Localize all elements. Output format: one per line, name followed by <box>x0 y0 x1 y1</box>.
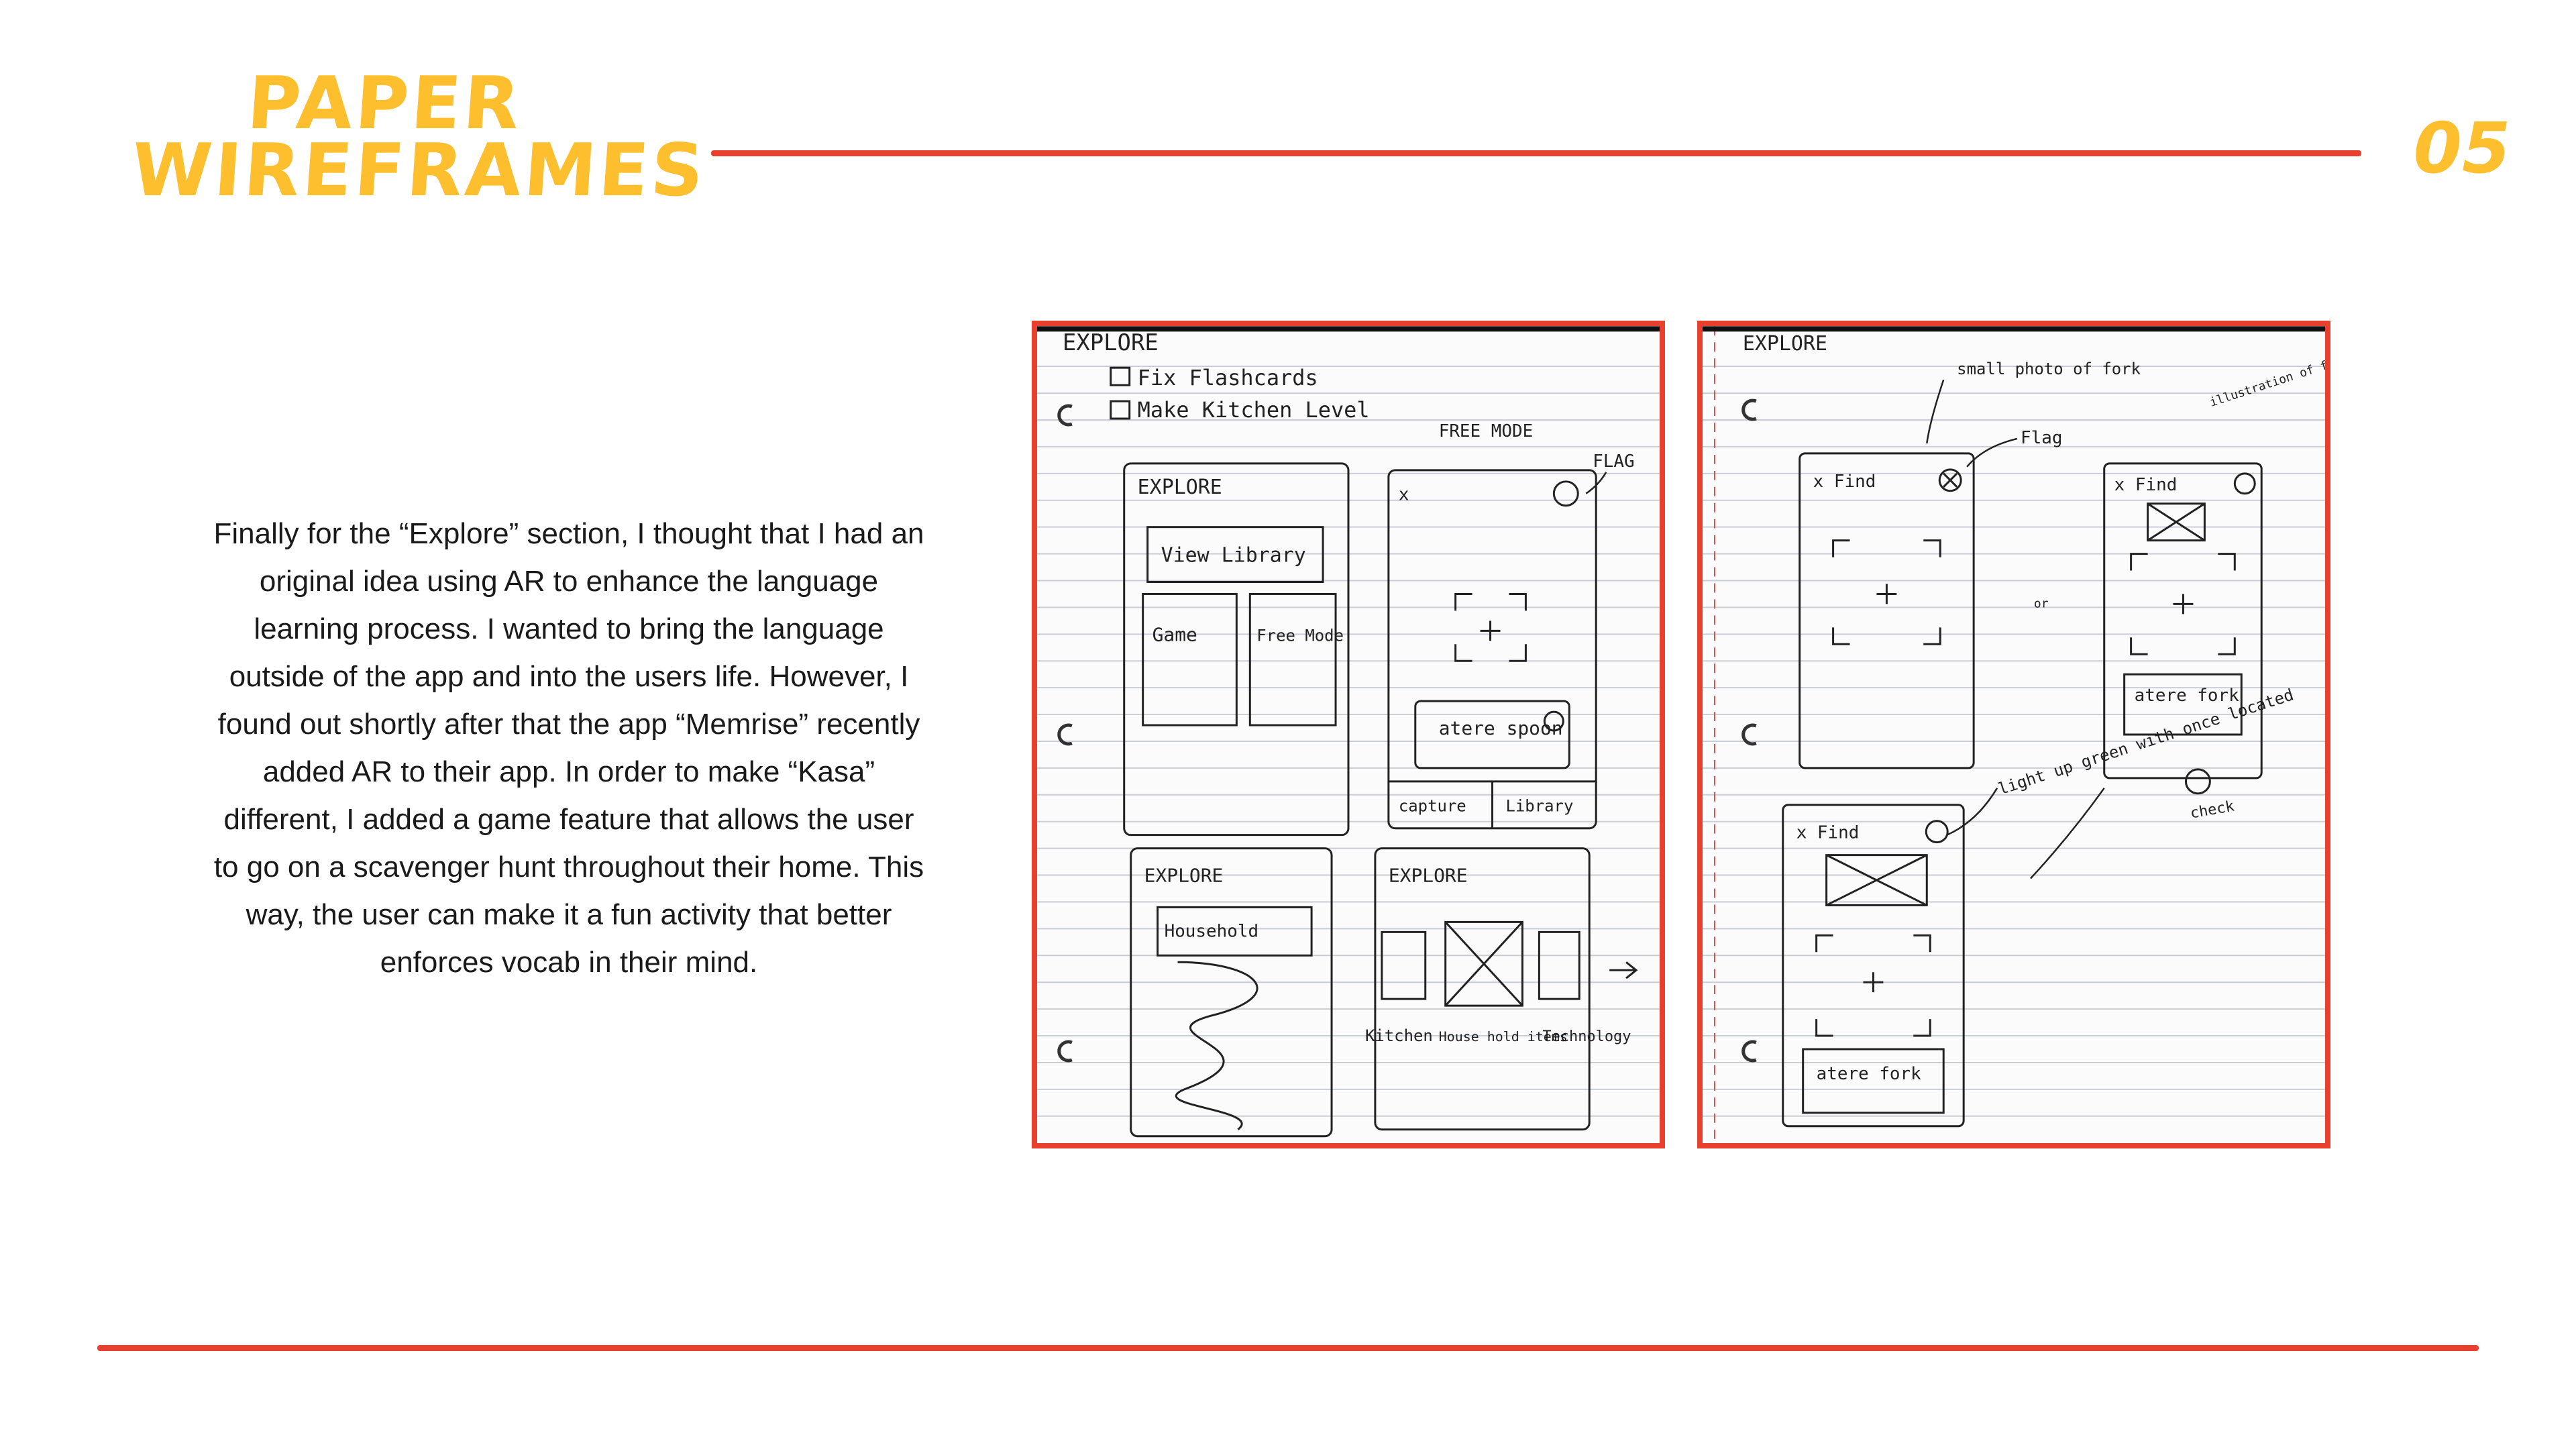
word-card-fork-r2: atere fork <box>2135 686 2240 706</box>
checkbox-1 <box>1110 366 1131 386</box>
screen3-title: EXPLORE <box>1144 865 1224 887</box>
wireframe-sketch-right: EXPLORE small photo of fork Flag illustr… <box>1697 321 2330 1148</box>
screen-find-photo <box>1799 452 1975 769</box>
screen2-close-icon: x <box>1399 485 1409 505</box>
todo-make-kitchen-level: Make Kitchen Level <box>1138 397 1370 423</box>
screen-free-mode-camera <box>1387 469 1597 830</box>
note-check: check <box>2189 798 2235 822</box>
sketch-right-drawing: EXPLORE small photo of fork Flag illustr… <box>1703 326 2325 1143</box>
binder-hole-2 <box>1057 723 1073 746</box>
screen-r3-find: x Find <box>1796 823 1860 843</box>
wireframe-sketch-left: EXPLORE Fix Flashcards Make Kitchen Leve… <box>1032 321 1665 1148</box>
binder-hole-3 <box>1057 1040 1073 1063</box>
library-tab: Library <box>1505 797 1573 816</box>
category-kitchen: Kitchen <box>1365 1026 1433 1045</box>
screen4-title: EXPLORE <box>1389 865 1468 887</box>
note-flag: FLAG <box>1593 451 1634 472</box>
notebook-lines <box>1703 366 2325 1117</box>
household-button-label: Household <box>1165 921 1259 941</box>
page-number: 05 <box>2413 107 2511 189</box>
capture-tab: capture <box>1399 797 1466 816</box>
page-title: PAPER WIREFRAMES <box>129 62 709 213</box>
view-library-label: View Library <box>1161 544 1306 568</box>
checkbox-2 <box>1110 400 1131 420</box>
screen-explore-menu <box>1123 462 1350 837</box>
binder-hole-2 <box>1741 723 1757 746</box>
page-top-edge <box>1037 326 1660 332</box>
screen-find-located <box>1782 804 1965 1128</box>
sketch-left-drawing: EXPLORE Fix Flashcards Make Kitchen Leve… <box>1037 326 1660 1138</box>
note-small-photo: small photo of fork <box>1957 360 2141 378</box>
sketch-heading: EXPLORE <box>1743 332 1827 356</box>
screen-explore-categories <box>1374 847 1638 1131</box>
screen-find-illustration <box>2103 462 2263 780</box>
binder-hole-3 <box>1741 1040 1757 1063</box>
binder-hole-1 <box>1057 404 1073 427</box>
screen1-title: EXPLORE <box>1138 476 1222 499</box>
word-card-spoon: atere spoon <box>1439 717 1563 739</box>
screen-explore-household <box>1130 847 1333 1138</box>
bottom-divider <box>97 1345 2479 1351</box>
category-household-items: House hold items <box>1439 1028 1568 1044</box>
word-card-fork-r3: atere fork <box>1817 1064 1922 1084</box>
note-flag: Flag <box>2021 428 2062 448</box>
screen-r2-find: x Find <box>2114 475 2178 495</box>
binder-hole-1 <box>1741 398 1757 421</box>
category-technology: Technology <box>1542 1028 1631 1045</box>
binder-holes <box>1057 404 1073 1063</box>
note-free-mode: FREE MODE <box>1439 421 1534 441</box>
todo-fix-flashcards: Fix Flashcards <box>1138 365 1318 390</box>
title-line-2: WIREFRAMES <box>129 129 709 213</box>
game-label: Game <box>1152 623 1197 645</box>
note-illustration: illustration of fork <box>2208 352 2325 410</box>
binder-holes <box>1741 398 1757 1063</box>
sketch-heading: EXPLORE <box>1063 329 1159 356</box>
note-or: or <box>2034 596 2049 610</box>
page-top-edge <box>1703 326 2325 332</box>
free-mode-label: Free Mode <box>1256 626 1344 645</box>
top-divider <box>711 150 2361 156</box>
screen-r1-find: x Find <box>1813 472 1876 492</box>
title-line-1: PAPER <box>244 62 525 146</box>
body-paragraph: Finally for the “Explore” section, I tho… <box>213 517 924 979</box>
